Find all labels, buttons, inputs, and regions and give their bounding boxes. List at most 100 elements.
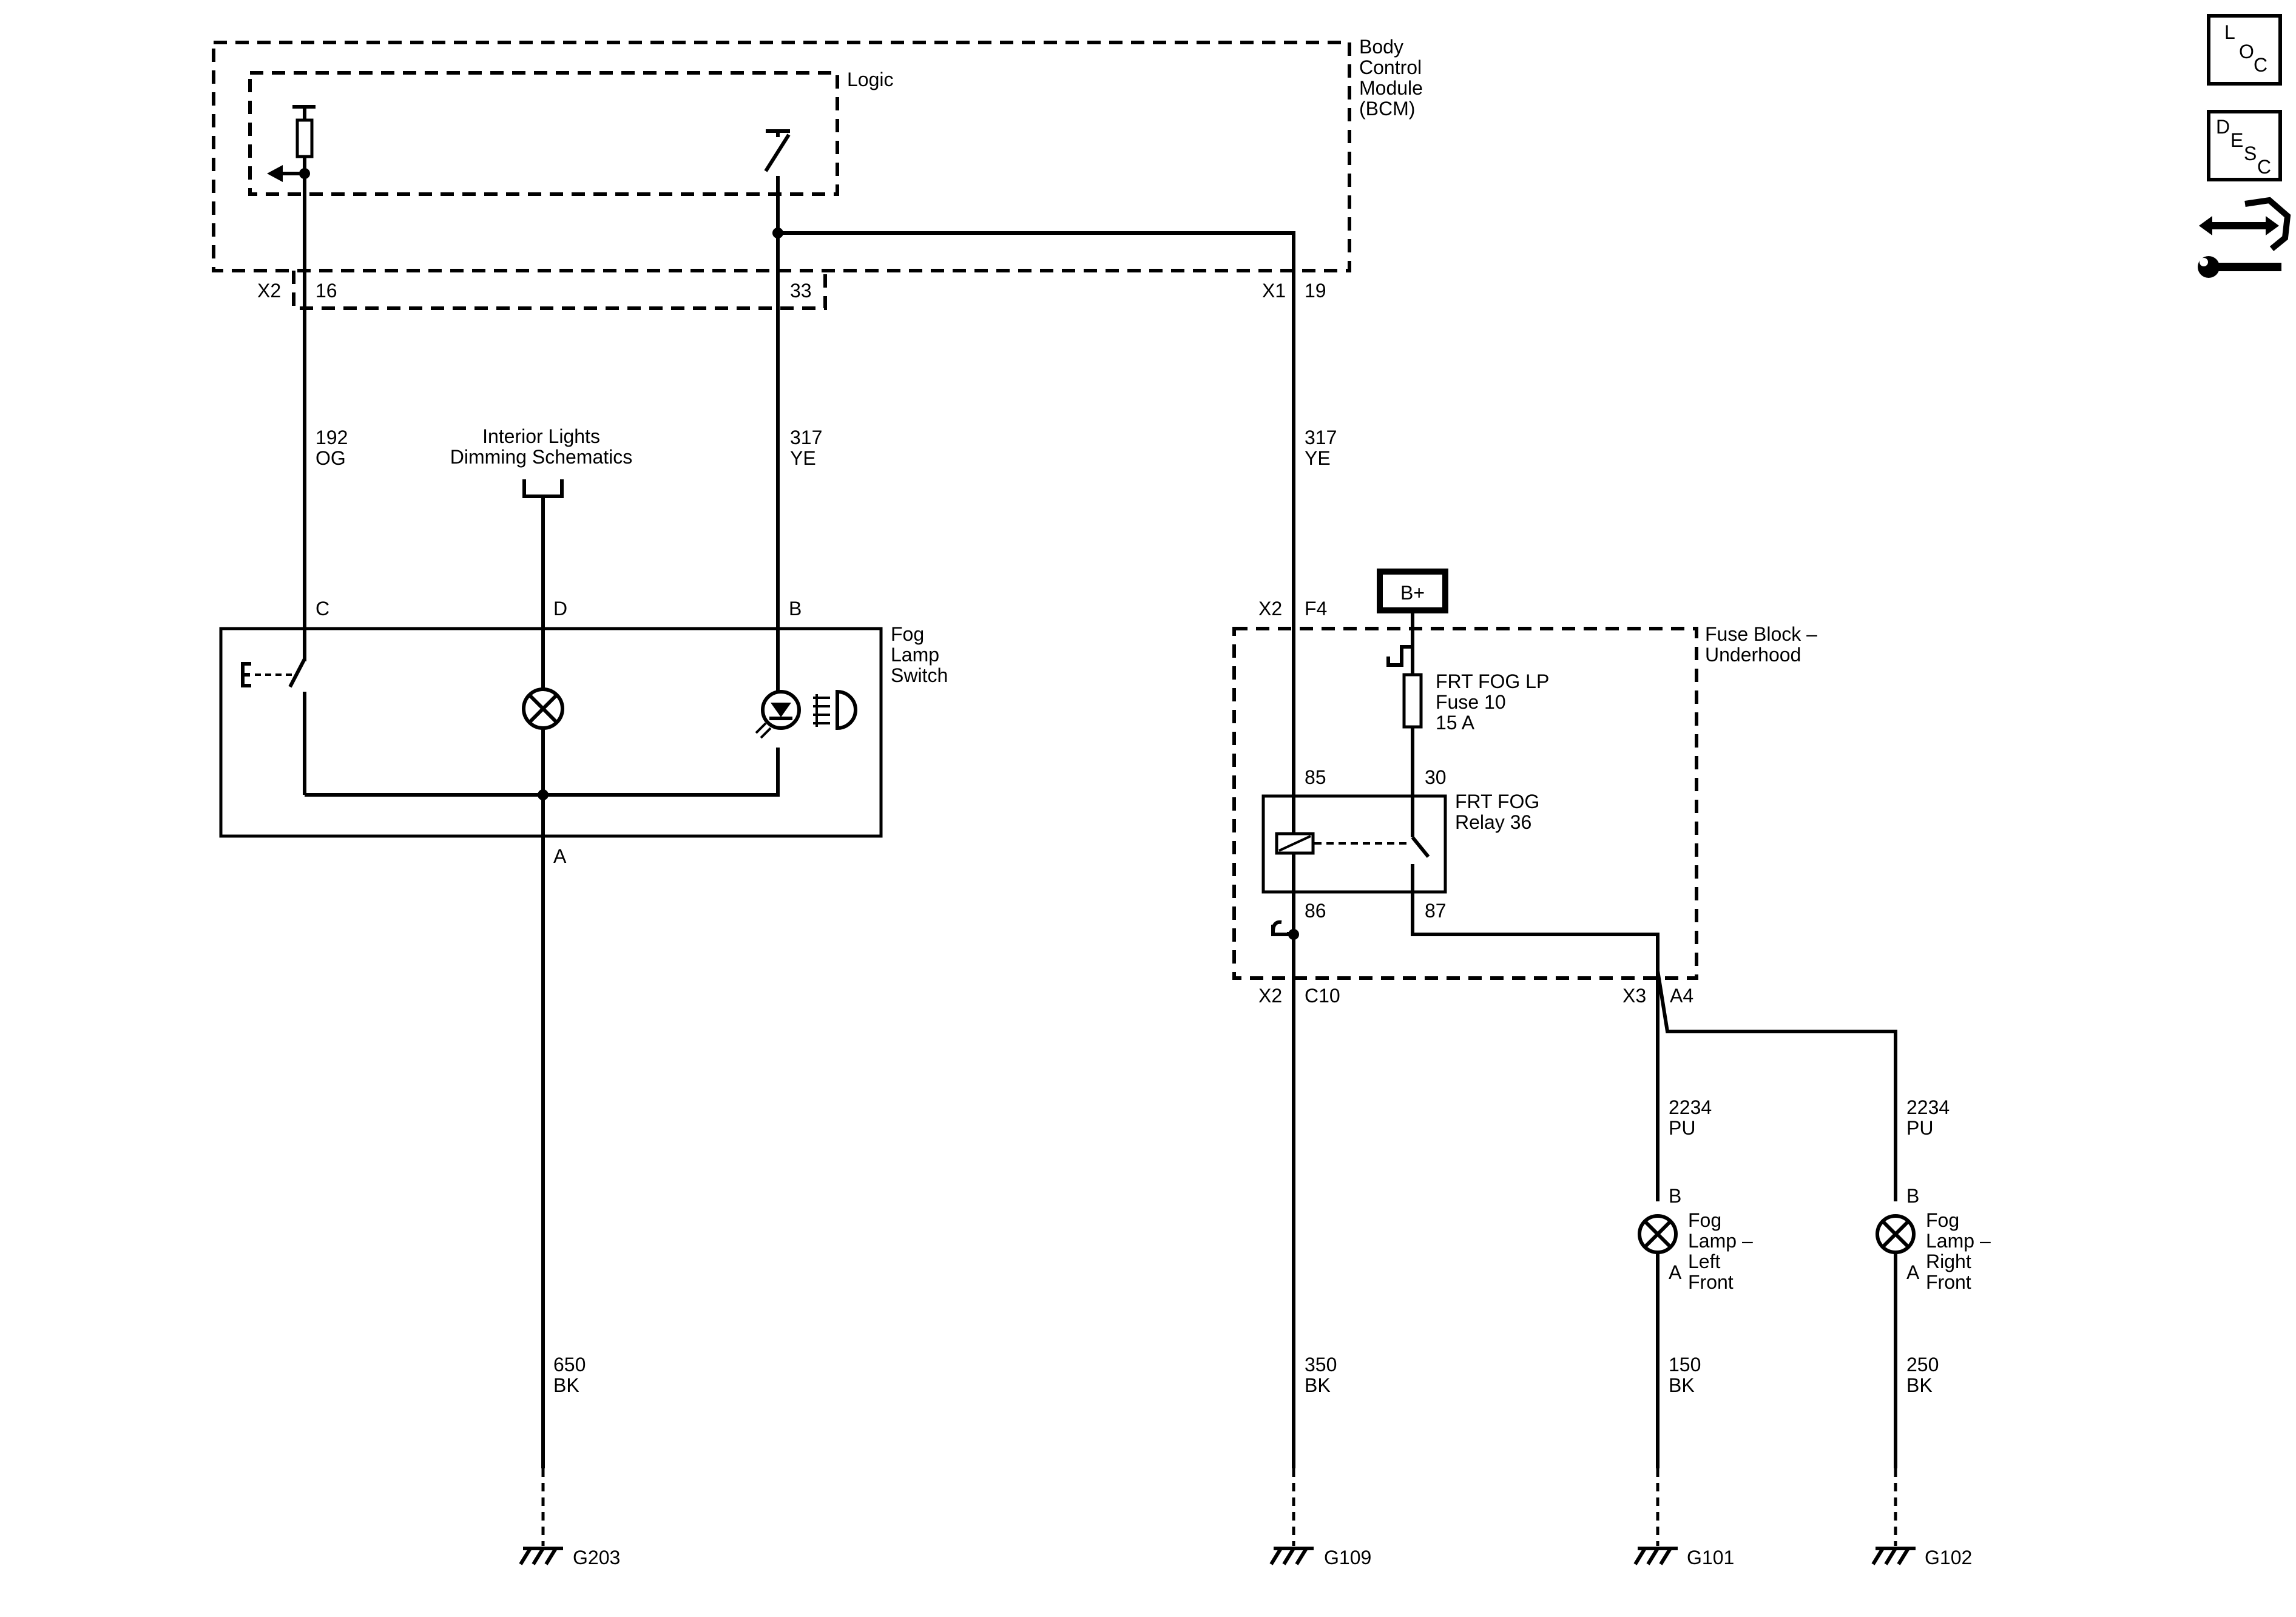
wire-317b-color: YE: [1305, 447, 1331, 469]
ground-g101: G101: [1633, 1468, 1734, 1568]
logic-output-arrow-icon: [267, 165, 283, 182]
bcm-outline: [212, 41, 1351, 272]
desc-button[interactable]: D E S C: [2207, 110, 2282, 181]
bcm-title-2: Control: [1359, 56, 1422, 78]
fuse-label-1: FRT FOG LP: [1436, 670, 1549, 692]
fog-switch-pin-c: C: [316, 598, 329, 619]
ground-g109: G109: [1269, 1468, 1371, 1568]
left-lamp-pin-b: B: [1669, 1185, 1681, 1207]
fog-switch-title-2: Lamp: [891, 644, 939, 666]
loc-letter-o: O: [2239, 41, 2254, 62]
wire-250-color: BK: [1906, 1374, 1933, 1396]
repair-arrows-wrench-icon[interactable]: [2198, 197, 2291, 278]
wire-350-color: BK: [1305, 1374, 1331, 1396]
interior-lights-reference: Interior Lights Dimming Schematics: [450, 425, 633, 792]
switch-illumination-lamp-icon: [522, 687, 564, 730]
ground-g102: G102: [1871, 1468, 1972, 1568]
fog-switch-pin-a: A: [553, 845, 567, 867]
fuse-block-underhood: Fuse Block – Underhood X2 F4 X2 C10 X3 A…: [1232, 569, 1817, 1007]
wire-317a-num: 317: [790, 427, 822, 448]
ground-g109-label: G109: [1324, 1547, 1371, 1568]
bcm-pin-33: 33: [790, 280, 812, 302]
relay-label-1: FRT FOG: [1455, 791, 1539, 812]
wire-2234l-color: PU: [1669, 1117, 1695, 1139]
desc-letter-c: C: [2257, 156, 2271, 178]
right-lamp-title-2: Lamp –: [1926, 1230, 1991, 1252]
fog-indicator-led-icon: [755, 690, 801, 739]
repair-button[interactable]: [2198, 197, 2291, 278]
ground-g102-icon: [1871, 1547, 1885, 1565]
loc-button[interactable]: L O C: [2207, 14, 2282, 86]
left-lamp-title-2: Lamp –: [1688, 1230, 1753, 1252]
fuse-block-pin-c10: C10: [1305, 985, 1340, 1007]
wire-650-color: BK: [553, 1374, 579, 1396]
fog-switch-title-3: Switch: [891, 664, 948, 686]
desc-letter-e: E: [2230, 129, 2243, 151]
fog-lamp-switch: Fog Lamp Switch C D B A: [219, 598, 948, 867]
loc-letter-c: C: [2254, 54, 2267, 76]
fuse-block-pin-a4: A4: [1670, 985, 1693, 1007]
fog-relay: [1261, 794, 1447, 894]
left-lamp-pin-a: A: [1669, 1261, 1682, 1283]
wire-192-num: 192: [316, 427, 348, 448]
wire-150-num: 150: [1669, 1354, 1701, 1376]
wire-2234l-num: 2234: [1669, 1096, 1712, 1118]
fuse-block-x2-top: X2: [1258, 598, 1282, 619]
relay-pin-85: 85: [1305, 766, 1326, 788]
relay-label-2: Relay 36: [1455, 811, 1531, 833]
bcm-title-1: Body: [1359, 36, 1403, 58]
bcm-x2-label: X2: [257, 280, 281, 302]
battery-label: B+: [1400, 582, 1425, 604]
interior-ref-line-2: Dimming Schematics: [450, 446, 633, 468]
left-lamp-title-3: Left: [1688, 1251, 1720, 1272]
fog-switch-title-1: Fog: [891, 623, 924, 645]
bcm-x1-label: X1: [1262, 280, 1286, 302]
fuse-connector-icon: [1386, 645, 1413, 667]
loc-letter-l: L: [2224, 21, 2235, 43]
ground-g101-label: G101: [1687, 1547, 1734, 1568]
fuse-block-x3: X3: [1622, 985, 1646, 1007]
fog-switch-contact: [288, 658, 306, 688]
ground-g203-icon: [519, 1547, 532, 1565]
wire-2234r-color: PU: [1906, 1117, 1933, 1139]
wire-250-num: 250: [1906, 1354, 1939, 1376]
fuse-block-pin-f4: F4: [1305, 598, 1327, 619]
fuse-block-title-2: Underhood: [1705, 644, 1801, 666]
fuse-block-outline: [1232, 627, 1698, 980]
relay-pin-86: 86: [1305, 900, 1326, 922]
logic-label: Logic: [847, 69, 894, 90]
wire-350-num: 350: [1305, 1354, 1337, 1376]
loc-icon[interactable]: [2207, 14, 2282, 86]
right-lamp-title-1: Fog: [1926, 1209, 1959, 1231]
left-lamp-title-1: Fog: [1688, 1209, 1721, 1231]
bcm-title-4: (BCM): [1359, 98, 1415, 120]
fog-fuse: [1402, 673, 1423, 729]
fuse-block-title-1: Fuse Block –: [1705, 623, 1817, 645]
wire-2234-right-path: [1656, 970, 1897, 1201]
wire-317b-num: 317: [1305, 427, 1337, 448]
wire-192-color: OG: [316, 447, 346, 469]
fog-switch-actuator-icon: [241, 662, 251, 687]
right-lamp-pin-a: A: [1906, 1261, 1920, 1283]
fog-light-symbol-icon: [813, 689, 857, 731]
bcm-pin-19: 19: [1305, 280, 1326, 302]
wire-650-num: 650: [553, 1354, 586, 1376]
ground-g109-icon: [1269, 1547, 1283, 1565]
ground-g203: G203: [519, 1468, 620, 1568]
fog-switch-outline: [219, 627, 883, 838]
logic-outline: [248, 71, 839, 196]
logic-resistor: [267, 105, 316, 182]
relay-pin-87: 87: [1425, 900, 1447, 922]
ground-g203-label: G203: [573, 1547, 620, 1568]
fog-switch-pin-d: D: [553, 598, 567, 619]
fuse-block-x2-bot: X2: [1258, 985, 1282, 1007]
right-lamp-title-3: Right: [1926, 1251, 1971, 1272]
desc-letter-s: S: [2244, 143, 2257, 164]
interior-ref-line-1: Interior Lights: [482, 425, 600, 447]
bcm-pin-16: 16: [316, 280, 337, 302]
desc-letter-d: D: [2216, 116, 2230, 138]
desc-icon[interactable]: [2207, 110, 2282, 181]
fuse-label-2: Fuse 10: [1436, 691, 1506, 713]
bcm-x2-connector: [292, 271, 827, 310]
